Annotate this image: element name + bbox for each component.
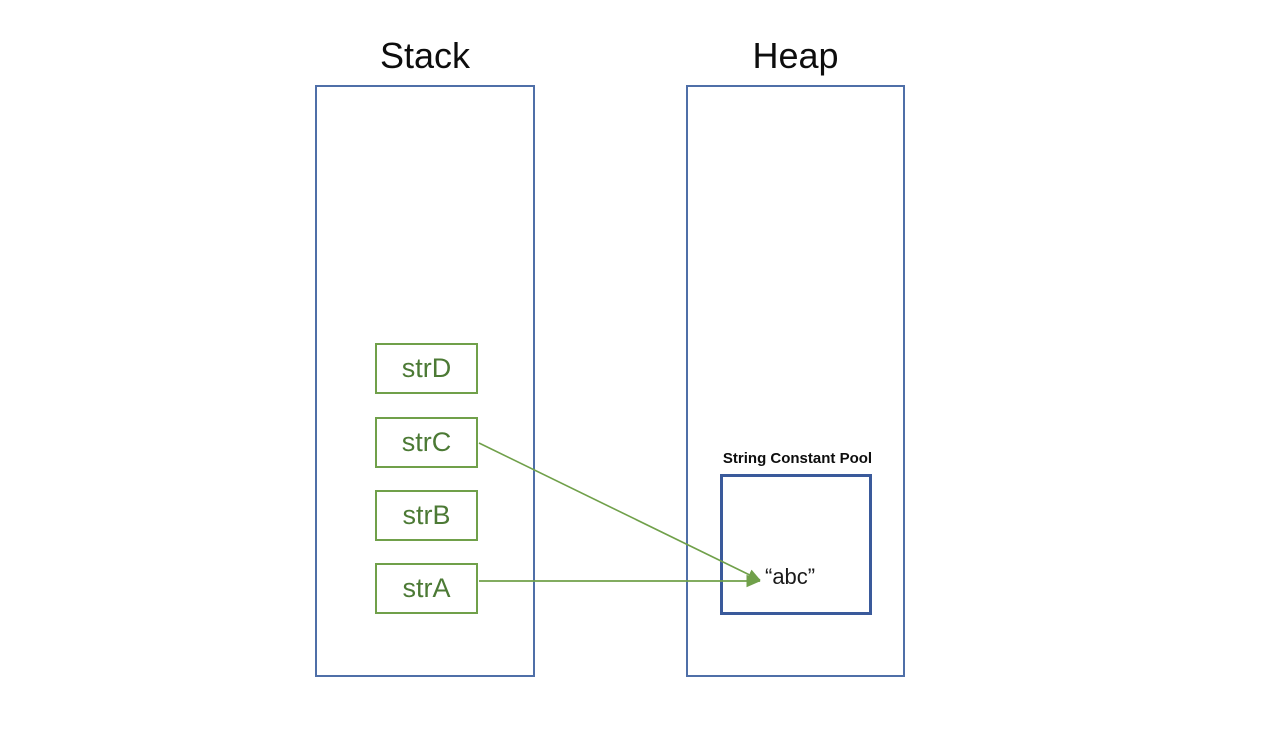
string-constant-pool-title: String Constant Pool bbox=[722, 450, 873, 467]
stack-variable-strB: strB bbox=[375, 490, 478, 541]
string-constant-pool-box bbox=[720, 474, 872, 615]
heap-title: Heap bbox=[752, 35, 839, 76]
stack-variable-strC: strC bbox=[375, 417, 478, 468]
stack-variable-strA: strA bbox=[375, 563, 478, 614]
stack-variable-label: strA bbox=[402, 573, 451, 603]
stack-variable-label: strC bbox=[401, 427, 452, 457]
string-constant-pool-entry-abc: “abc” bbox=[765, 564, 816, 589]
stack-variable-strD: strD bbox=[375, 343, 478, 394]
stack-title: Stack bbox=[379, 35, 471, 76]
stack-variable-label: strD bbox=[401, 353, 452, 383]
stack-variable-label: strB bbox=[402, 500, 451, 530]
